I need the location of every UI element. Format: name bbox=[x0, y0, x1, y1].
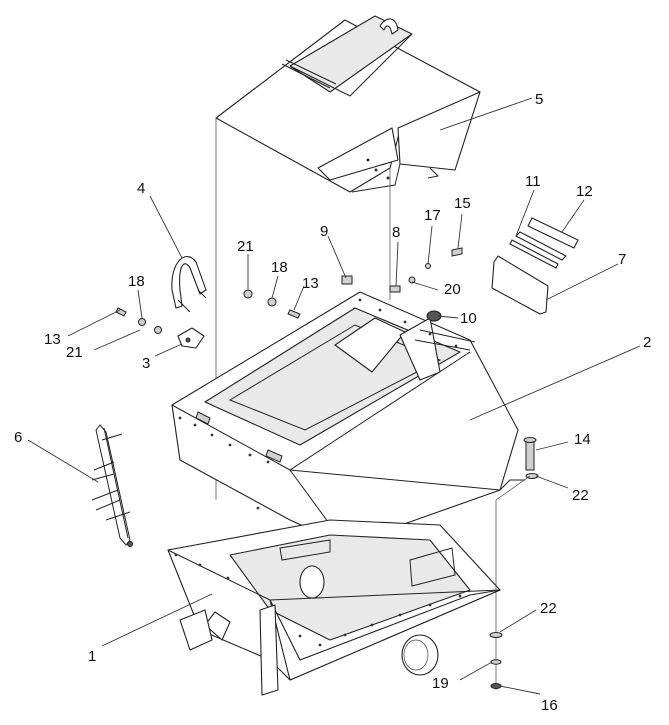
callout-22-lower: 22 bbox=[540, 600, 557, 617]
part-5-lid bbox=[215, 15, 481, 500]
callout-21-center: 21 bbox=[237, 238, 254, 255]
callout-3: 3 bbox=[142, 355, 150, 372]
callout-labels: 1 2 3 4 5 6 7 8 9 10 11 12 13 13 14 15 1… bbox=[14, 91, 651, 714]
callout-6: 6 bbox=[14, 429, 22, 446]
part-3-bracket bbox=[177, 327, 205, 349]
part-6-ladder bbox=[91, 424, 133, 547]
callout-10: 10 bbox=[460, 310, 477, 327]
part-2-hopper-body bbox=[171, 291, 525, 546]
callout-18-center: 18 bbox=[271, 259, 288, 276]
callout-17: 17 bbox=[424, 207, 441, 224]
callout-7: 7 bbox=[618, 251, 626, 268]
callout-11: 11 bbox=[525, 173, 541, 190]
callout-9: 9 bbox=[320, 223, 328, 240]
callout-22-upper: 22 bbox=[572, 487, 589, 504]
part-1-base-frame bbox=[167, 519, 501, 696]
part-7-plate bbox=[491, 255, 549, 315]
callout-5: 5 bbox=[535, 91, 543, 108]
callout-1: 1 bbox=[88, 648, 96, 665]
callout-14: 14 bbox=[574, 431, 591, 448]
callout-4: 4 bbox=[137, 180, 145, 197]
callout-15: 15 bbox=[454, 195, 471, 212]
callout-21-left: 21 bbox=[66, 344, 83, 361]
part-4-handle bbox=[171, 256, 207, 313]
callout-20: 20 bbox=[444, 281, 461, 298]
callout-12: 12 bbox=[576, 183, 593, 200]
callout-16: 16 bbox=[541, 697, 558, 714]
leader-lines bbox=[27, 97, 641, 695]
part-12-strip bbox=[527, 217, 579, 249]
callout-8: 8 bbox=[392, 224, 400, 241]
callout-13-left: 13 bbox=[44, 331, 61, 348]
callout-2: 2 bbox=[643, 334, 651, 351]
part-11-strip bbox=[509, 231, 567, 269]
callout-18-left: 18 bbox=[128, 273, 145, 290]
callout-13-center: 13 bbox=[302, 275, 319, 292]
callout-19: 19 bbox=[432, 675, 449, 692]
bolt-stack-right bbox=[489, 437, 539, 690]
